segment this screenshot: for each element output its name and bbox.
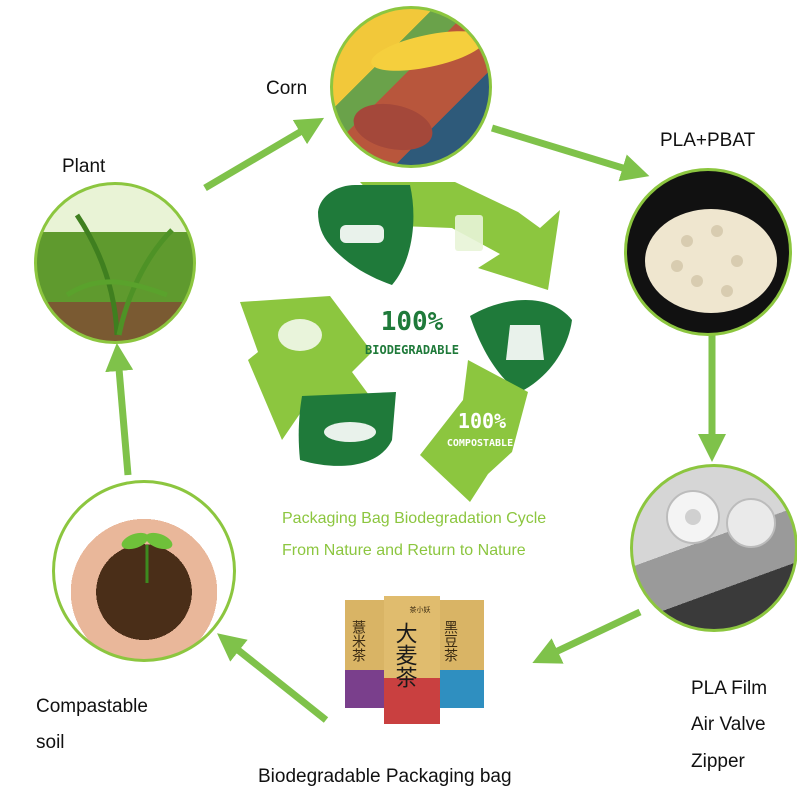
arrow-corn-to-pla: [490, 124, 650, 182]
biodegradable-pct: 100%: [381, 307, 444, 337]
soil-circle: [52, 480, 236, 662]
air-valve-icon: [666, 490, 776, 548]
pla-film-circle: [630, 464, 797, 632]
label-zipper: Zipper: [691, 751, 745, 772]
compostable-word: COMPOSTABLE: [447, 438, 513, 449]
caption-line-2: From Nature and Return to Nature: [282, 542, 526, 559]
label-packaging-bag: Biodegradable Packaging bag: [258, 766, 512, 787]
outer-arrows: [105, 117, 726, 723]
plant-circle: [34, 182, 196, 344]
corn-icon: [353, 31, 485, 151]
arrow-bag-to-soil: [217, 633, 329, 723]
compostable-pct: 100%: [458, 409, 506, 433]
potato-icon-left: [278, 319, 322, 351]
bag-middle-label: 大麦茶: [392, 622, 418, 688]
plant-icon: [65, 213, 174, 336]
pellets-icon: [645, 209, 777, 313]
arrow-soil-to-plant: [105, 343, 134, 476]
label-corn: Corn: [266, 78, 308, 99]
powder-icon: [324, 422, 376, 442]
bag-right-label: 黑豆茶: [442, 620, 458, 662]
bag-left-label: 薏米茶: [350, 620, 366, 662]
label-air-valve: Air Valve: [691, 714, 766, 735]
pla-pellets-circle: [624, 168, 792, 336]
biodegradable-word: BIODEGRADABLE: [365, 343, 459, 357]
arrow-film-to-bag: [532, 608, 642, 664]
bag-small-label: 茶小妖: [410, 605, 431, 614]
bag-icon-right: [506, 325, 544, 360]
caption-line-1: Packaging Bag Biodegradation Cycle: [282, 510, 547, 527]
label-pla-film: PLA Film: [691, 678, 768, 699]
label-plant: Plant: [62, 156, 106, 177]
corn-circle: [330, 6, 492, 168]
label-pla-pbat: PLA+PBAT: [660, 130, 756, 151]
bag-icon-top: [455, 215, 483, 251]
seedling-icon: [121, 532, 173, 583]
label-compastable: Compastable: [36, 696, 148, 717]
arrow-plant-to-corn: [203, 117, 325, 192]
label-soil: soil: [36, 732, 65, 753]
recycle-arrow-right: [420, 360, 528, 502]
spool-icon: [340, 225, 384, 243]
recycle-symbol: [240, 182, 572, 502]
packaging-bags: 薏米茶 大麦茶 黑豆茶 茶小妖: [345, 596, 484, 724]
